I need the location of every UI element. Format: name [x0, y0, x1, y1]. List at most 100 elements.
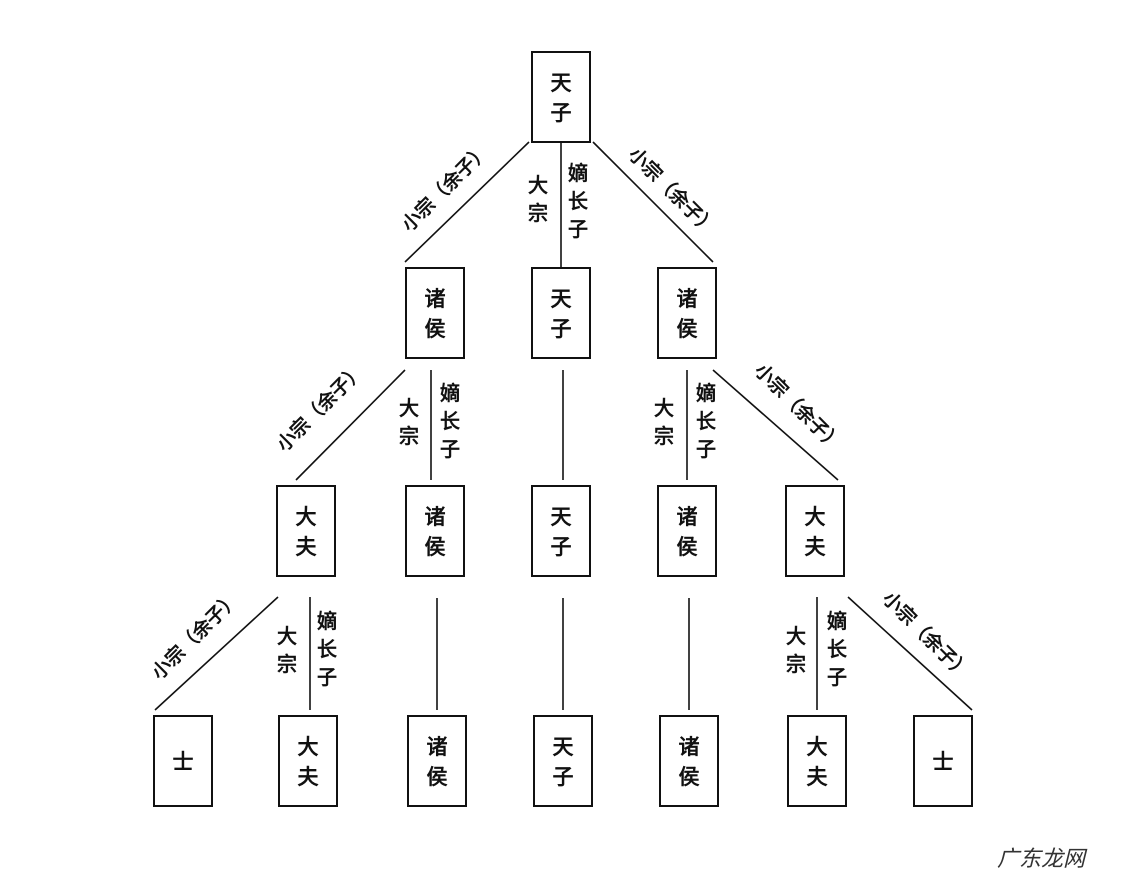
node-label-char: 子 — [553, 765, 574, 789]
node-zhuhou: 诸侯 — [407, 715, 467, 807]
node-label-char: 侯 — [679, 765, 700, 789]
node-label-char: 夫 — [296, 535, 318, 559]
node-label-char: 夫 — [298, 765, 320, 789]
label-dizhangzi: 嫡长子 — [827, 609, 848, 689]
node-dafu: 大夫 — [278, 715, 338, 807]
node-label-char: 侯 — [425, 535, 446, 559]
label-xiaozong-right: 小宗（余子） — [750, 359, 847, 456]
svg-text:子: 子 — [696, 437, 716, 461]
node-label-char: 侯 — [425, 317, 446, 341]
svg-text:长: 长 — [827, 637, 848, 661]
svg-text:嫡: 嫡 — [568, 161, 588, 185]
label-dizhangzi: 嫡长子 — [696, 381, 717, 461]
svg-text:长: 长 — [317, 637, 338, 661]
svg-text:宗: 宗 — [399, 424, 419, 448]
svg-text:子: 子 — [827, 665, 847, 689]
node-box — [276, 485, 336, 577]
node-label-char: 士 — [933, 750, 954, 774]
node-zhuhou: 诸侯 — [405, 267, 465, 359]
node-tianzi: 天子 — [531, 485, 591, 577]
node-box — [659, 715, 719, 807]
label-dazong: 大宗 — [528, 173, 548, 225]
svg-text:子: 子 — [440, 437, 460, 461]
node-box — [657, 485, 717, 577]
node-shi: 士 — [913, 715, 973, 807]
node-label-char: 大 — [807, 735, 828, 759]
edge-line — [404, 141, 530, 263]
node-box — [407, 715, 467, 807]
node-box — [531, 51, 591, 143]
svg-text:宗: 宗 — [528, 201, 548, 225]
svg-text:长: 长 — [696, 409, 717, 433]
node-label-char: 诸 — [425, 287, 446, 311]
svg-text:子: 子 — [317, 665, 337, 689]
node-label-char: 诸 — [425, 505, 446, 529]
node-zhuhou: 诸侯 — [659, 715, 719, 807]
node-box — [531, 267, 591, 359]
node-tianzi: 天子 — [533, 715, 593, 807]
node-box — [153, 715, 213, 807]
label-xiaozong-left: 小宗（余子） — [397, 139, 494, 236]
node-shi: 士 — [153, 715, 213, 807]
node-label-char: 诸 — [677, 287, 698, 311]
node-label-char: 大 — [805, 505, 826, 529]
node-box — [405, 485, 465, 577]
node-label-char: 天 — [551, 71, 573, 95]
node-dafu: 大夫 — [276, 485, 336, 577]
edge-line — [592, 141, 714, 263]
svg-text:长: 长 — [568, 189, 589, 213]
node-label-char: 大 — [296, 505, 317, 529]
label-dizhangzi: 嫡长子 — [568, 161, 589, 241]
svg-text:嫡: 嫡 — [317, 609, 337, 633]
node-label-char: 夫 — [805, 535, 827, 559]
label-dizhangzi: 嫡长子 — [440, 381, 461, 461]
svg-text:大: 大 — [786, 624, 806, 648]
label-xiaozong-right: 小宗（余子） — [624, 143, 721, 240]
edge-line — [847, 596, 973, 711]
svg-text:宗: 宗 — [786, 652, 806, 676]
svg-text:大: 大 — [399, 396, 419, 420]
node-label-char: 侯 — [427, 765, 448, 789]
label-xiaozong-left: 小宗（余子） — [272, 359, 369, 456]
node-label-char: 子 — [551, 535, 572, 559]
node-label-char: 侯 — [677, 317, 698, 341]
node-label-char: 天 — [551, 505, 573, 529]
node-box — [913, 715, 973, 807]
label-dazong: 大宗 — [654, 396, 674, 448]
node-label-char: 诸 — [677, 505, 698, 529]
node-dafu: 大夫 — [785, 485, 845, 577]
node-zhuhou: 诸侯 — [657, 485, 717, 577]
svg-text:长: 长 — [440, 409, 461, 433]
svg-text:嫡: 嫡 — [696, 381, 716, 405]
node-box — [531, 485, 591, 577]
node-label-char: 子 — [551, 101, 572, 125]
svg-text:大: 大 — [277, 624, 297, 648]
node-label-char: 诸 — [679, 735, 700, 759]
node-zhuhou: 诸侯 — [405, 485, 465, 577]
node-box — [657, 267, 717, 359]
watermark: 广东龙网 — [997, 847, 1088, 872]
label-dizhangzi: 嫡长子 — [317, 609, 338, 689]
node-label-char: 夫 — [807, 765, 829, 789]
edge-line — [712, 369, 839, 481]
node-label-char: 大 — [298, 735, 319, 759]
edge-line — [154, 596, 279, 711]
svg-text:宗: 宗 — [277, 652, 297, 676]
node-box — [405, 267, 465, 359]
node-label-char: 天 — [553, 735, 575, 759]
node-box — [278, 715, 338, 807]
svg-text:宗: 宗 — [654, 424, 674, 448]
node-label-char: 子 — [551, 317, 572, 341]
node-label-char: 诸 — [427, 735, 448, 759]
label-xiaozong-left: 小宗（余子） — [147, 587, 244, 684]
node-zhuhou: 诸侯 — [657, 267, 717, 359]
label-dazong: 大宗 — [786, 624, 806, 676]
svg-text:大: 大 — [528, 173, 548, 197]
node-tianzi: 天子 — [531, 51, 591, 143]
svg-text:大: 大 — [654, 396, 674, 420]
node-label-char: 天 — [551, 287, 573, 311]
node-box — [533, 715, 593, 807]
edges — [154, 141, 973, 711]
